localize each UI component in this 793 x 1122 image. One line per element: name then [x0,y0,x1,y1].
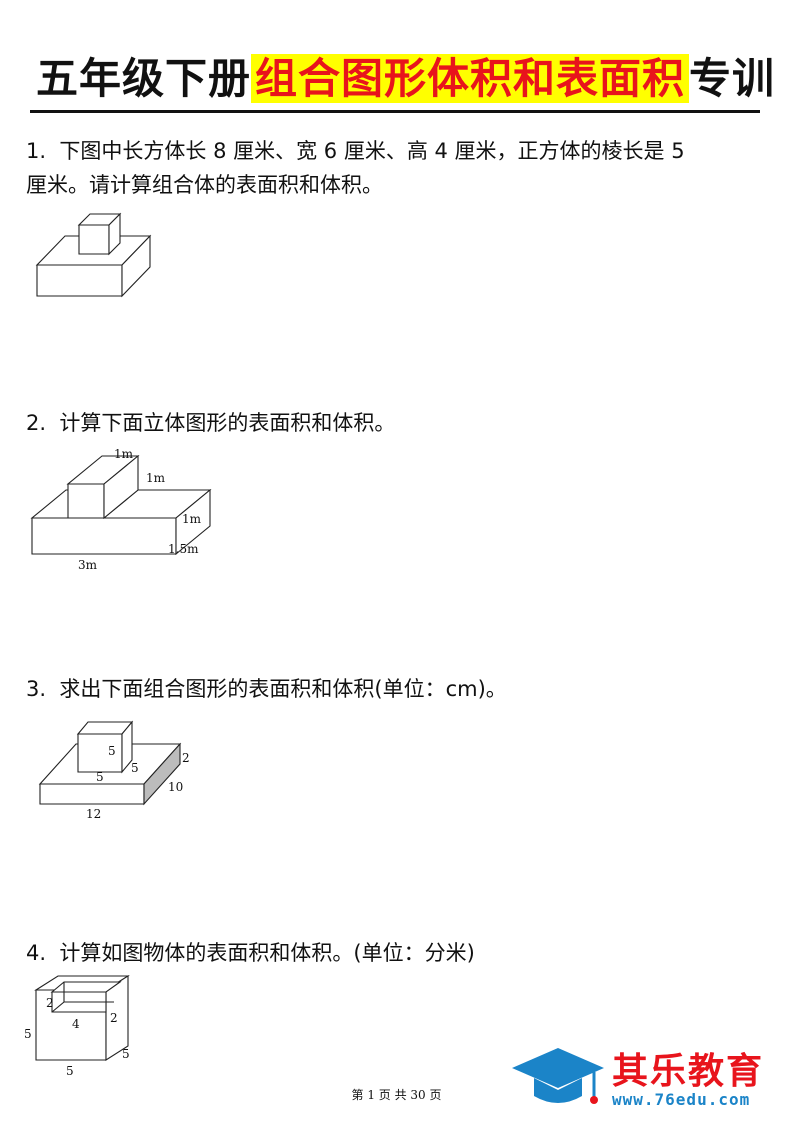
notch-height-label: 2 [110,1011,118,1025]
graduation-cap-icon [512,1048,604,1104]
title-underline [30,110,760,113]
title-banner: 五年级下册组合图形体积和表面积专训 [30,46,774,118]
question-1-text-line2: 厘米。请计算组合体的表面积和体积。 [26,173,383,197]
question-3: 3. 求出下面组合图形的表面积和体积(单位：cm)。 [26,672,766,706]
figure-2-t-shaped-solid: 1m 1m 1m 1.5m 3m [30,447,212,572]
cube-length-label: 5 [66,1064,74,1078]
page-title: 五年级下册组合图形体积和表面积专训 [36,50,775,108]
title-suffix: 专训 [689,54,776,103]
title-prefix: 五年级下册 [36,54,252,103]
question-3-text: 求出下面组合图形的表面积和体积(单位：cm)。 [59,677,507,701]
dim-label-step-height: 1m [146,471,166,485]
question-2-number: 2. [26,411,47,435]
figure-4-notched-cube: 2 4 2 5 5 5 [24,974,130,1078]
figure-3-cube-on-slab: 5 5 5 2 10 12 [38,720,190,821]
question-1-text: 下图中长方体长 8 厘米、宽 6 厘米、高 4 厘米，正方体的棱长是 5 [59,139,685,163]
question-4-number: 4. [26,941,47,965]
cube-width-label: 5 [96,770,104,784]
brand-name: 其乐教育 [612,1051,765,1092]
cube-height-label: 5 [108,744,116,758]
question-1-number: 1. [26,139,47,163]
page-footer: 第 1 页 共 30 页 [351,1088,442,1102]
figure-1-cube-on-cuboid [35,212,152,298]
question-2: 2. 计算下面立体图形的表面积和体积。 [26,406,766,440]
question-1: 1. 下图中长方体长 8 厘米、宽 6 厘米、高 4 厘米，正方体的棱长是 5 … [26,134,766,202]
slab-height-label: 2 [182,751,190,765]
dim-label-depth: 1.5m [168,542,199,556]
brand-logo: 其乐教育 www.76edu.com [508,1038,788,1116]
question-4-text: 计算如图物体的表面积和体积。(单位：分米) [59,941,475,965]
dim-label-top: 1m [114,447,134,461]
notch-length-label: 4 [72,1017,80,1031]
notch-depth-label: 2 [46,996,54,1010]
title-highlight: 组合图形体积和表面积 [251,54,690,103]
brand-url: www.76edu.com [612,1090,751,1109]
cube-depth-label: 5 [122,1047,130,1061]
cube-height-label: 5 [24,1027,32,1041]
dim-label-length: 3m [78,558,98,572]
slab-depth-label: 10 [168,780,183,794]
question-4: 4. 计算如图物体的表面积和体积。(单位：分米) [26,936,766,970]
question-2-text: 计算下面立体图形的表面积和体积。 [59,411,396,435]
cube-depth-label: 5 [131,761,139,775]
question-3-number: 3. [26,677,47,701]
slab-length-label: 12 [86,807,101,821]
dim-label-base-height: 1m [182,512,202,526]
